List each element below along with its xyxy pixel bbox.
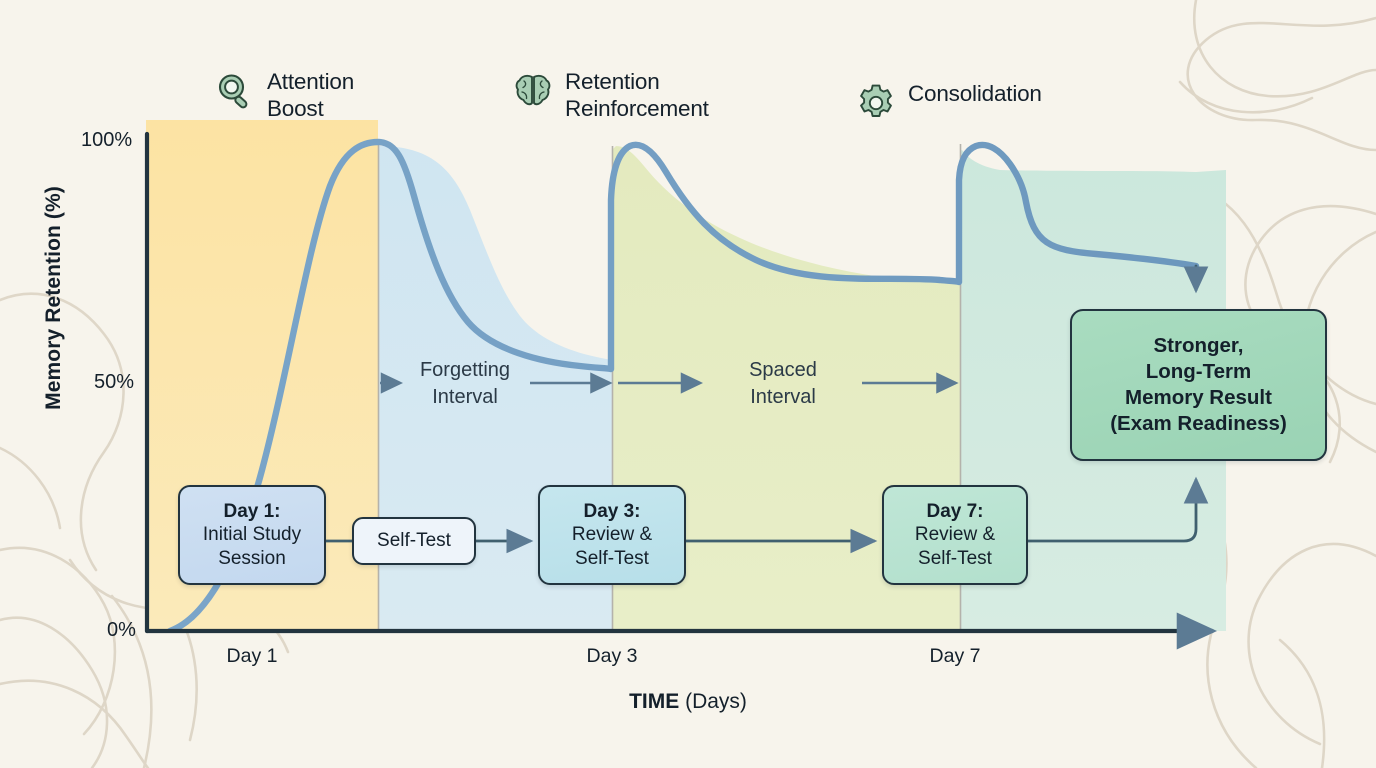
y-axis-title: Memory Retention (%) — [42, 186, 65, 410]
box-day-3[interactable]: Day 3: Review & Self-Test — [538, 485, 686, 585]
interval-label-forgetting: Forgetting Interval — [419, 359, 511, 408]
legend-label: Attention Boost — [267, 69, 355, 121]
legend-item-attention-boost[interactable]: Attention Boost — [214, 68, 354, 122]
box-self-test[interactable]: Self-Test — [352, 517, 476, 565]
brain-icon — [512, 70, 554, 117]
x-axis-title: TIME (Days) — [0, 690, 1376, 714]
box-result-label: Stronger, Long-Term Memory Result (Exam … — [1110, 334, 1287, 435]
legend-label: Retention Reinforcement — [565, 69, 709, 121]
box-self-test-label: Self-Test — [377, 530, 451, 552]
legend: Attention Boost Retention Reinforcement — [0, 60, 1376, 140]
legend-item-consolidation[interactable]: Consolidation — [855, 80, 1042, 129]
y-tick-50: 50% — [94, 371, 135, 393]
x-tick-day-7: Day 7 — [929, 645, 981, 667]
x-tick-day-3: Day 3 — [586, 645, 638, 667]
box-day-3-title: Day 3: — [583, 500, 641, 522]
legend-item-retention-reinforcement[interactable]: Retention Reinforcement — [512, 68, 709, 122]
box-day-1-body: Initial Study Session — [202, 524, 302, 569]
box-result[interactable]: Stronger, Long-Term Memory Result (Exam … — [1070, 309, 1327, 461]
box-day-3-body: Review & Self-Test — [571, 524, 653, 569]
y-tick-100: 100% — [81, 129, 133, 151]
box-day-7[interactable]: Day 7: Review & Self-Test — [882, 485, 1028, 585]
box-day-7-title: Day 7: — [926, 500, 984, 522]
x-axis-title-rest: (Days) — [679, 690, 747, 713]
x-tick-day-1: Day 1 — [226, 645, 278, 667]
box-day-7-body: Review & Self-Test — [914, 524, 996, 569]
axis-lines — [144, 131, 1218, 650]
flow-connectors — [324, 264, 1209, 554]
x-axis-title-bold: TIME — [629, 690, 680, 713]
box-day-1[interactable]: Day 1: Initial Study Session — [178, 485, 326, 585]
gear-icon — [855, 82, 897, 129]
magnifier-icon — [214, 70, 256, 117]
y-tick-0: 0% — [107, 619, 136, 641]
connector-day7-to-result — [1026, 476, 1209, 543]
box-day-1-title: Day 1: — [223, 500, 281, 522]
legend-label: Consolidation — [908, 81, 1042, 106]
retention-curve — [166, 138, 1200, 632]
interval-label-spaced: Spaced Interval — [749, 359, 817, 408]
